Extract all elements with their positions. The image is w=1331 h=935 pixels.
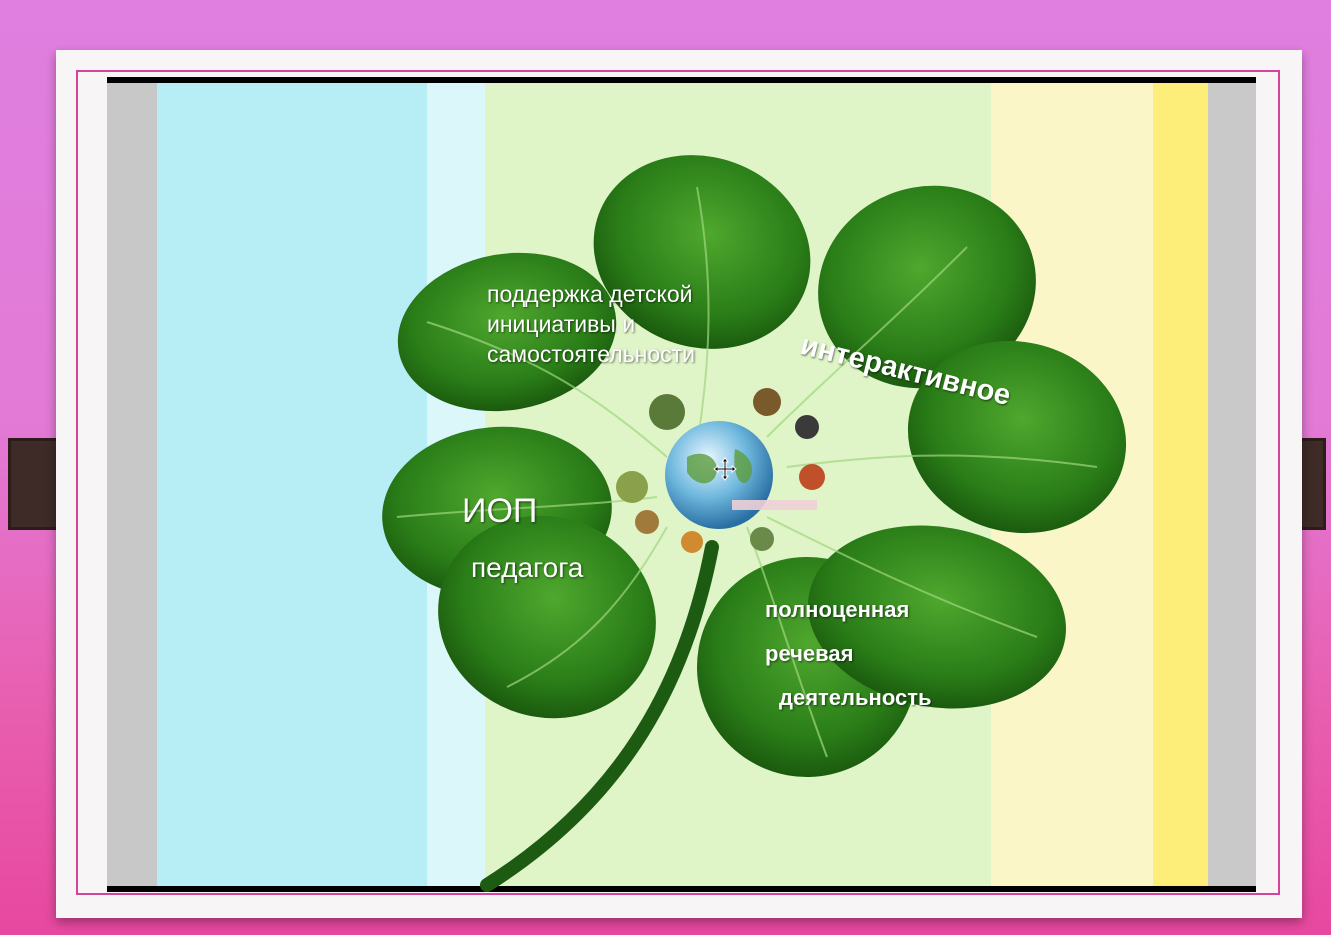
leaf-label-teacher: педагога (471, 552, 584, 583)
move-cursor-icon[interactable] (713, 457, 737, 481)
stripe-yellow (1153, 83, 1208, 886)
leaf-veins (396, 186, 1098, 758)
leaf-label-speech: речевая (765, 641, 854, 666)
clover-stem (480, 540, 719, 892)
frame-inner-border (76, 70, 1280, 895)
leaf-bottom-right (697, 525, 1066, 777)
leaf-label-activity: деятельность (779, 685, 932, 710)
leaf-label-iop: ИОП (462, 492, 538, 530)
clover-illustration (382, 155, 1127, 892)
center-creatures (616, 388, 825, 553)
leaf-top-left (397, 155, 811, 412)
stripe-blue (157, 83, 427, 886)
stripe-grey-left (107, 83, 157, 886)
slide-canvas: поддержка детской инициативы и самостоят… (107, 77, 1256, 892)
leaf-label-full: полноценная (765, 597, 910, 622)
leaf-left (382, 426, 656, 719)
stripe-grey-right (1208, 83, 1256, 886)
leaf-label-support: поддержка детской инициативы и самостоят… (487, 281, 695, 367)
